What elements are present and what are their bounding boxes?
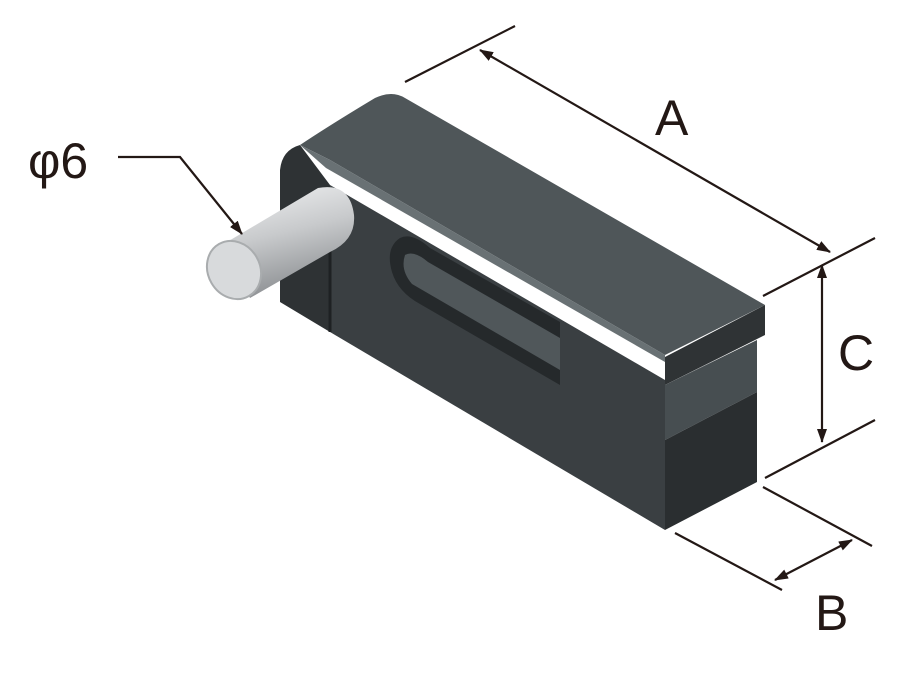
dim-c-extension-bottom: [764, 419, 876, 479]
dim-b-extension-right: [762, 486, 873, 547]
dim-c-label: C: [838, 325, 874, 381]
diameter-leader: [118, 155, 243, 235]
top-bevel: [300, 145, 665, 362]
upper-arm-end: [665, 305, 765, 385]
dim-b-label: B: [815, 585, 848, 641]
diameter-label: φ6: [28, 133, 88, 189]
slot-floor: [403, 253, 560, 370]
dim-b-arrow: [774, 539, 853, 581]
block-body: [280, 94, 765, 530]
lower-arm-top: [665, 340, 757, 440]
dim-a-label: A: [655, 90, 689, 146]
lower-arm-end: [665, 392, 757, 530]
dim-b-extension-left: [674, 532, 783, 591]
dimension-lines: [118, 25, 876, 591]
pin-end: [205, 239, 263, 301]
dim-a-arrow: [479, 49, 831, 253]
pin: [205, 187, 355, 301]
dim-a-extension-left: [404, 25, 516, 83]
